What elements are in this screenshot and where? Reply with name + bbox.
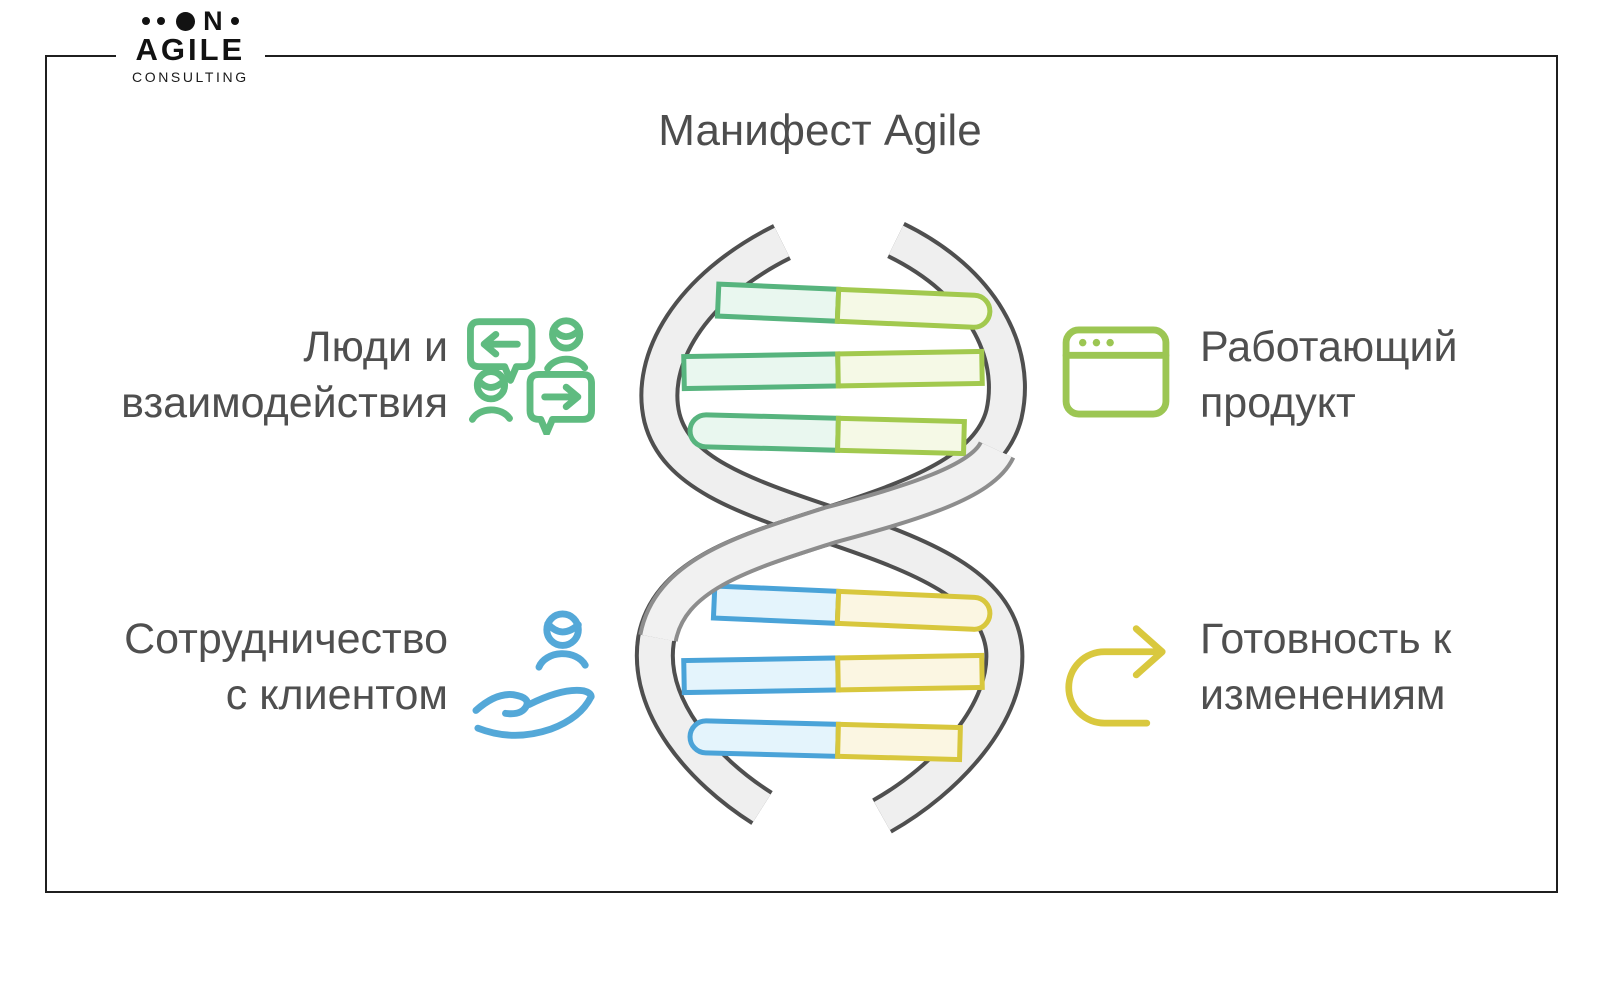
- people-chat-icon: [466, 310, 596, 440]
- onagile-logo: N AGILE CONSULTING: [116, 4, 265, 87]
- dna-rung-green-1: [714, 281, 993, 330]
- logo-mark-letter: N: [203, 5, 223, 36]
- dna-rung-blue-3: [687, 718, 963, 763]
- logo-dots: N: [142, 5, 239, 36]
- logo-dot: [157, 17, 166, 25]
- dna-strand-front: [638, 439, 1016, 643]
- label-line: изменениям: [1200, 670, 1446, 719]
- label-working-product: Работающий продукт: [1200, 320, 1458, 432]
- label-line: Работающий: [1200, 323, 1458, 371]
- uturn-arrow-icon: [1062, 614, 1168, 737]
- label-line: взаимодействия: [121, 378, 448, 427]
- label-line: Сотрудничество: [124, 615, 448, 663]
- label-people-interactions: Люди и взаимодействия: [121, 320, 448, 432]
- dna-rung-green-2: [681, 348, 985, 392]
- hand-person-icon: [472, 604, 600, 749]
- label-line: Люди и: [303, 323, 448, 371]
- browser-window-icon: [1062, 326, 1170, 423]
- dna-rung-blue-1: [710, 583, 993, 632]
- dna-rung-green-3: [687, 412, 967, 457]
- label-line: Готовность к: [1200, 615, 1452, 663]
- logo-subtitle: CONSULTING: [132, 68, 249, 85]
- logo-dot: [142, 17, 151, 25]
- dna-rung-blue-2: [681, 652, 985, 696]
- label-change-readiness: Готовность к изменениям: [1200, 612, 1451, 724]
- logo-dot: [230, 17, 239, 25]
- label-customer-collaboration: Сотрудничество с клиентом: [124, 612, 448, 724]
- label-line: продукт: [1200, 378, 1356, 427]
- page-title: Манифест Agile: [658, 106, 982, 155]
- label-line: с клиентом: [225, 670, 448, 719]
- dna-helix-illustration: [610, 220, 1050, 845]
- logo-dot-large: [176, 11, 196, 31]
- logo-name: AGILE: [135, 32, 246, 67]
